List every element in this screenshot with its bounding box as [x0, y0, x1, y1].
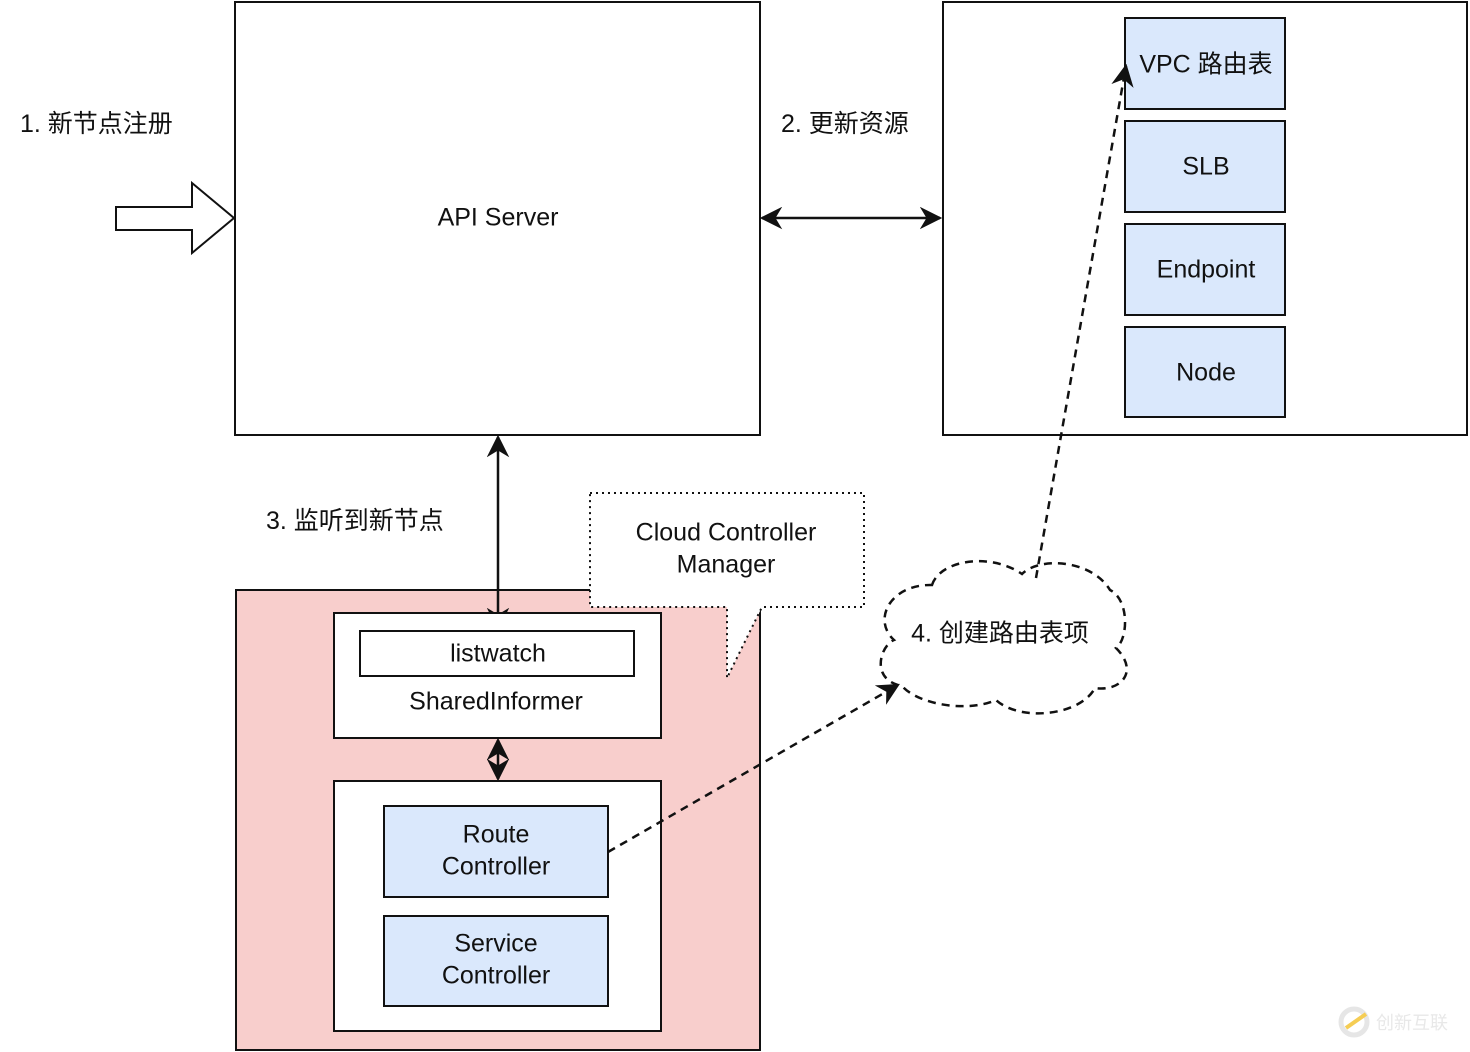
listwatch-box[interactable] [359, 630, 635, 677]
step2-label: 2. 更新资源 [781, 110, 909, 138]
cloud-to-vpc-arrow [1034, 63, 1134, 579]
resource-slb[interactable]: SLB [1124, 120, 1286, 213]
watermark: 创新互联 [1338, 1006, 1448, 1038]
listwatch-label: listwatch [450, 640, 546, 668]
controller-label-line2: Controller [442, 962, 550, 990]
route-controller[interactable]: Route Controller [383, 805, 609, 898]
resource-node[interactable]: Node [1124, 326, 1286, 418]
step3-label: 3. 监听到新节点 [266, 507, 444, 535]
controller-label-line2: Controller [442, 853, 550, 881]
service-controller[interactable]: Service Controller [383, 915, 609, 1007]
ccm-callout-line2: Manager [677, 551, 776, 579]
resource-label: SLB [1182, 153, 1229, 181]
step4-label: 4. 创建路由表项 [911, 620, 1089, 648]
resource-label: Node [1176, 359, 1236, 387]
resource-label: VPC 路由表 [1139, 51, 1272, 79]
create-route-cloud [879, 560, 1129, 715]
resource-vpc-route-table[interactable]: VPC 路由表 [1124, 17, 1286, 110]
controller-label-line1: Route [463, 821, 530, 849]
ccm-callout-line1: Cloud Controller [636, 519, 817, 547]
watermark-logo-icon [1338, 1006, 1370, 1038]
ccm-callout [589, 492, 865, 679]
api-server-box[interactable] [234, 1, 761, 436]
controller-label-line1: Service [454, 930, 537, 958]
resource-label: Endpoint [1157, 256, 1256, 284]
resource-endpoint[interactable]: Endpoint [1124, 223, 1286, 316]
api-server-label: API Server [438, 204, 559, 232]
step1-label: 1. 新节点注册 [20, 110, 173, 138]
watermark-text: 创新互联 [1376, 1013, 1448, 1034]
shared-informer-label: SharedInformer [409, 688, 583, 716]
register-block-arrow-icon [115, 180, 236, 256]
